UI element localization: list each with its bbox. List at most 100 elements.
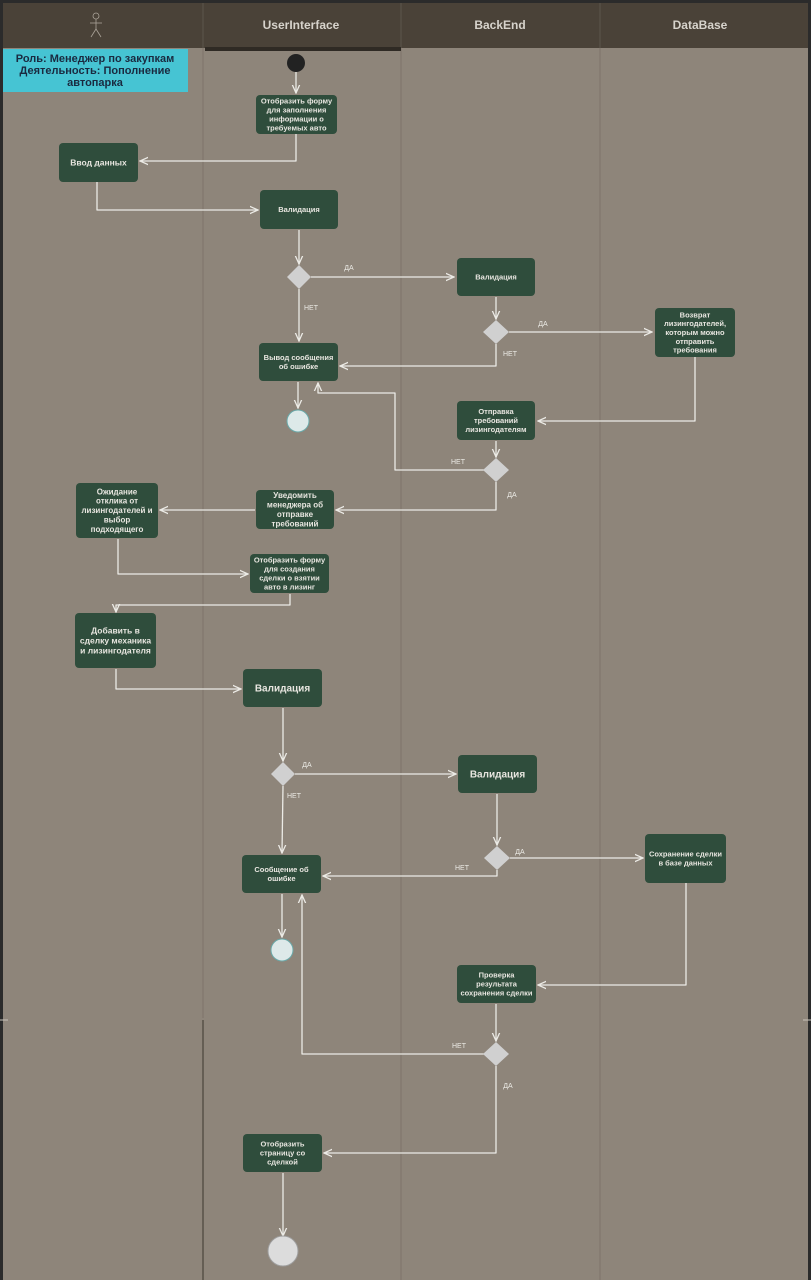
label-yes-4: ДА	[302, 762, 312, 769]
edge-labels: ДА НЕТ ДА НЕТ НЕТ ДА ДА НЕТ ДА НЕТ НЕТ Д…	[287, 265, 548, 1090]
flow-enter-data-to-validation	[96, 182, 258, 210]
node-label-line: Уведомить	[273, 491, 317, 500]
node-label-line: страницу со	[260, 1149, 306, 1158]
label-no-5: НЕТ	[455, 865, 470, 872]
decision-2	[483, 320, 509, 344]
decision-5	[484, 846, 510, 870]
node-box	[458, 755, 537, 793]
decision-6	[483, 1042, 509, 1066]
label-no-3: НЕТ	[451, 459, 466, 466]
node-label-line: Отобразить форму	[254, 556, 326, 565]
node-label-line: требуемых авто	[266, 123, 326, 132]
role-note-line: автопарка	[67, 77, 124, 89]
node-label-line: выбор	[104, 516, 131, 525]
node-enter-data: Ввод данных	[59, 143, 138, 182]
flow-return-to-send	[538, 357, 696, 421]
label-yes-3: ДА	[507, 492, 517, 499]
flow-add-to-validation-2	[115, 669, 241, 689]
node-label-line: авто в лизинг	[264, 582, 315, 591]
flow-decision-6-no	[302, 895, 484, 1055]
node-label-line: об ошибке	[279, 362, 318, 371]
node-label-line: Отобразить форму	[261, 97, 333, 106]
flow-deal-form-to-add	[116, 594, 291, 612]
node-validation-ui-1: Валидация	[260, 190, 338, 229]
node-label-line: Валидация	[255, 683, 310, 694]
node-label-line: сделки о взятии	[259, 573, 320, 582]
node-label-line: Валидация	[278, 205, 320, 214]
final-node	[267, 1235, 299, 1267]
node-label-line: Отобразить	[260, 1140, 304, 1149]
node-box	[655, 308, 735, 357]
node-label-line: требования	[673, 346, 717, 355]
label-yes-2: ДА	[538, 321, 548, 328]
flow-decision-6-yes	[324, 1066, 497, 1153]
node-box	[75, 613, 156, 668]
role-note-box	[3, 49, 188, 92]
node-validation-be-2: Валидация	[458, 755, 537, 793]
node-label-line: отклика от	[96, 497, 138, 506]
decision-1	[287, 265, 311, 289]
node-label-line: Ввод данных	[70, 157, 127, 167]
lane-backend-title: BackEnd	[474, 18, 525, 32]
flow-await-to-deal-form	[117, 539, 248, 574]
node-label-line: Возврат	[680, 310, 711, 319]
node-box	[242, 855, 321, 893]
end-node-2	[270, 938, 294, 962]
node-box	[457, 965, 536, 1003]
label-yes-1: ДА	[344, 265, 354, 272]
node-label-line: требований	[474, 416, 518, 425]
flow-form-to-enter-data	[140, 134, 297, 161]
node-label-line: Сохранение сделки	[649, 850, 722, 859]
node-label-line: Отправка	[478, 407, 514, 416]
node-label-line: Валидация	[470, 769, 525, 780]
flow-decision-3-no	[318, 383, 484, 471]
node-validation-ui-2: Валидация	[243, 669, 322, 707]
node-label-line: Ожидание	[97, 487, 138, 496]
node-label-line: Сообщение об	[254, 865, 309, 874]
decision-4	[271, 762, 295, 786]
end-node-1	[286, 409, 310, 433]
node-label-line: лизингодателям	[465, 425, 527, 434]
lane-ui-title: UserInterface	[263, 18, 340, 32]
node-box	[260, 190, 338, 229]
header-dividers	[202, 3, 601, 48]
node-box	[457, 401, 535, 440]
node-label-line: в базе данных	[658, 858, 713, 867]
node-label-line: информации о	[269, 114, 324, 123]
node-label-line: лизингодателей и	[81, 506, 152, 515]
node-label-line: сделкой	[267, 1157, 298, 1166]
stick-figure-icon	[90, 12, 102, 38]
role-note-text: Роль: Менеджер по закупкамДеятельность: …	[16, 53, 174, 89]
node-label-line: лизингодателей,	[664, 319, 726, 328]
node-label-line: сохранения сделки	[460, 988, 532, 997]
label-no-1: НЕТ	[304, 305, 319, 312]
node-label-line: подходящего	[91, 525, 144, 534]
node-label-line: Добавить в	[91, 625, 140, 635]
connectors	[96, 72, 696, 1236]
ui-header-underline	[205, 47, 401, 51]
node-label-line: ошибке	[267, 874, 295, 883]
label-no-2: НЕТ	[503, 351, 518, 358]
lane-database-title: DataBase	[673, 18, 728, 32]
node-box	[243, 669, 322, 707]
node-label-line: отправке	[277, 510, 314, 519]
start-node	[287, 54, 305, 72]
node-label-line: Вывод сообщения	[264, 353, 334, 362]
node-label-line: требований	[272, 519, 319, 528]
flow-decision-2-no	[340, 344, 497, 366]
node-label-line: Проверка	[479, 971, 516, 980]
node-label-line: которым можно	[665, 328, 725, 337]
decision-nodes	[271, 265, 510, 1066]
